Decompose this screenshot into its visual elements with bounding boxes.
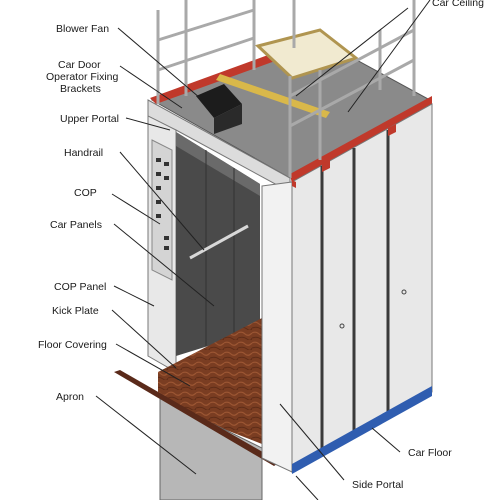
apron <box>114 370 280 500</box>
roof-frame-red-right <box>290 96 432 184</box>
roof-frame-yellow <box>216 74 330 118</box>
car-floor-edge <box>292 386 432 474</box>
roof-railing <box>156 0 416 178</box>
ceiling-hatch <box>254 28 360 80</box>
label-car-door-operator-3: Brackets <box>60 83 101 95</box>
label-upper-portal: Upper Portal <box>60 113 119 125</box>
label-floor-covering: Floor Covering <box>38 339 107 351</box>
label-cop-panel: COP Panel <box>54 281 106 293</box>
interior-car-panels <box>176 132 260 356</box>
door-sill <box>114 370 280 466</box>
cop-buttons <box>156 158 169 250</box>
cop-panel <box>151 139 173 281</box>
blower-fan-unit <box>196 84 242 118</box>
label-side-portal: Side Portal <box>352 479 403 491</box>
front-left-panel <box>147 105 177 373</box>
leader-lines <box>95 0 431 500</box>
floor-covering <box>158 318 262 444</box>
label-car-floor: Car Floor <box>408 447 452 459</box>
upper-portal <box>147 99 291 193</box>
side-wall <box>261 103 433 473</box>
label-kick-plate: Kick Plate <box>52 305 99 317</box>
label-car-panels: Car Panels <box>50 219 102 231</box>
side-portal <box>261 181 293 473</box>
label-car-ceiling: Car Ceiling <box>432 0 484 9</box>
label-apron: Apron <box>56 391 84 403</box>
handrail-bar <box>189 224 249 260</box>
label-cop: COP <box>74 187 97 199</box>
label-car-door-operator-1: Car Door <box>58 59 101 71</box>
label-car-door-operator-2: Operator Fixing <box>46 71 119 83</box>
label-handrail: Handrail <box>64 147 103 159</box>
labels: Blower Fan Car Door Operator Fixing Brac… <box>38 0 484 491</box>
label-blower-fan: Blower Fan <box>56 23 109 35</box>
